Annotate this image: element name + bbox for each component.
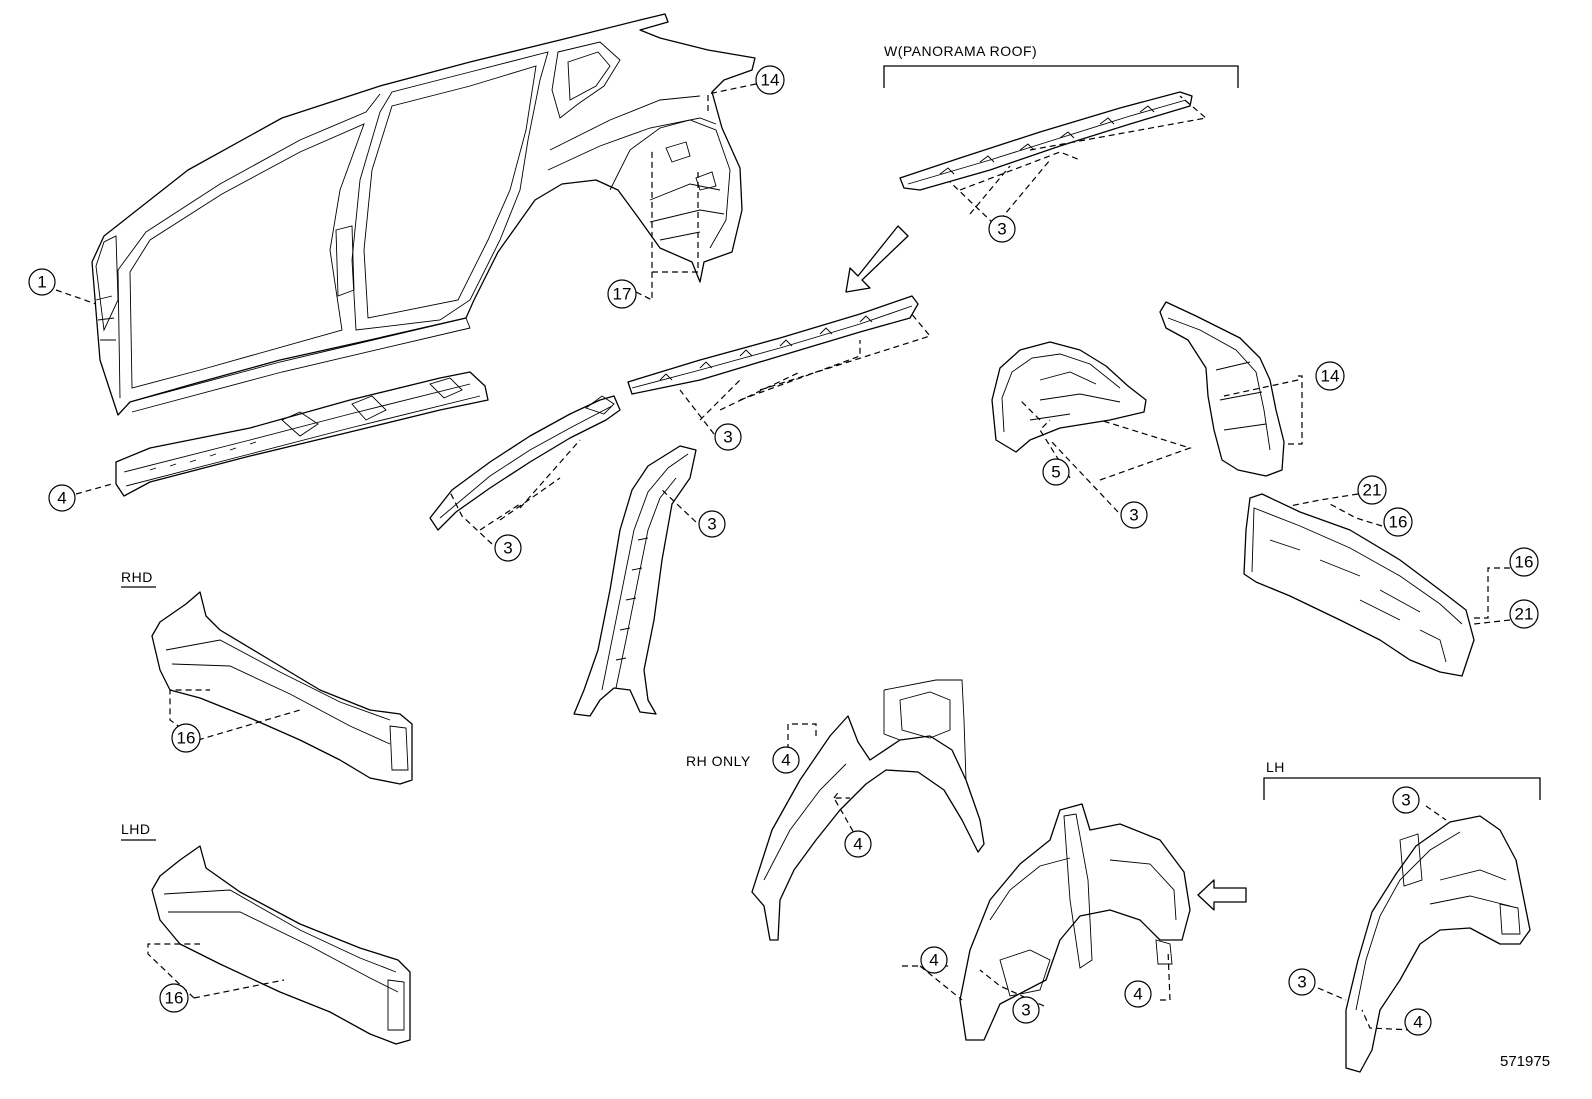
svg-text:4: 4 [57, 489, 66, 508]
cowl-top-lhd [151, 845, 411, 1045]
back-panel [1243, 493, 1475, 677]
callout-3-roof-rail: 3 [714, 423, 742, 451]
svg-text:3: 3 [707, 515, 716, 534]
wheelhouse-inner-lh [1345, 815, 1531, 1073]
svg-text:3: 3 [1401, 791, 1410, 810]
svg-text:16: 16 [1515, 553, 1534, 572]
callout-16-lhd: 16 [159, 983, 189, 1013]
quarter-inner-upper [1159, 301, 1285, 477]
svg-text:4: 4 [1133, 985, 1142, 1004]
quarter-inner-rh [751, 679, 985, 941]
callout-4-lh: 4 [1404, 1008, 1432, 1036]
svg-text:3: 3 [503, 539, 512, 558]
svg-text:5: 5 [1051, 463, 1060, 482]
svg-text:17: 17 [613, 285, 632, 304]
svg-text:1: 1 [37, 273, 46, 292]
leader-lines [55, 83, 1511, 1031]
callout-4-wheelhouse-right: 4 [1124, 980, 1152, 1008]
callout-1: 1 [28, 268, 56, 296]
callout-3-panorama: 3 [988, 215, 1016, 243]
svg-text:3: 3 [1129, 506, 1138, 525]
callout-16-rhd: 16 [171, 723, 201, 753]
svg-text:4: 4 [781, 751, 790, 770]
callout-16-side: 16 [1509, 547, 1539, 577]
svg-text:3: 3 [1021, 1001, 1030, 1020]
svg-text:16: 16 [1389, 513, 1408, 532]
rocker-inner-panel [115, 371, 489, 497]
callout-4-rocker: 4 [48, 484, 76, 512]
roof-side-rail [627, 295, 919, 395]
lh-label: LH [1266, 759, 1285, 775]
svg-text:3: 3 [1297, 973, 1306, 992]
callout-3-lh-left: 3 [1288, 968, 1316, 996]
callout-3-rear: 3 [1120, 501, 1148, 529]
body-side-outer-panel [91, 13, 756, 416]
callout-21-side: 21 [1509, 599, 1539, 629]
callout-5: 5 [1042, 458, 1070, 486]
arrow-left-icon [1197, 879, 1247, 911]
callout-3-wheelhouse: 3 [1012, 996, 1040, 1024]
arrow-down-left-icon [845, 225, 909, 293]
callout-3-lh-top: 3 [1392, 786, 1420, 814]
svg-text:3: 3 [997, 220, 1006, 239]
svg-text:16: 16 [165, 989, 184, 1008]
cowl-top-rhd [151, 591, 413, 785]
svg-text:4: 4 [929, 951, 938, 970]
svg-text:3: 3 [723, 428, 732, 447]
callout-3-pillar: 3 [698, 510, 726, 538]
callout-14-rear: 14 [1315, 361, 1345, 391]
reference-number: 571975 [1500, 1053, 1550, 1070]
svg-text:4: 4 [853, 835, 862, 854]
callout-4-wheelhouse-left: 4 [920, 946, 948, 974]
callout-16-upper: 16 [1383, 507, 1413, 537]
callout-21-upper: 21 [1357, 475, 1387, 505]
svg-text:21: 21 [1363, 481, 1382, 500]
svg-text:14: 14 [761, 71, 780, 90]
svg-text:4: 4 [1413, 1013, 1422, 1032]
front-roof-rail [429, 395, 621, 531]
panorama-roof-label: W(PANORAMA ROOF) [884, 43, 1037, 59]
brackets [121, 65, 1541, 841]
svg-text:14: 14 [1321, 367, 1340, 386]
callout-4-rh-only: 4 [772, 746, 800, 774]
wheelhouse-inner [959, 803, 1191, 1041]
callout-17: 17 [607, 279, 637, 309]
rear-inner-panel [991, 341, 1147, 453]
rh-only-label: RH ONLY [686, 753, 751, 769]
rhd-label: RHD [121, 569, 153, 585]
svg-text:21: 21 [1515, 605, 1534, 624]
callout-4-arch: 4 [844, 830, 872, 858]
callout-3-front-rail: 3 [494, 534, 522, 562]
lhd-label: LHD [121, 821, 151, 837]
svg-text:16: 16 [177, 729, 196, 748]
callout-14-quarter: 14 [755, 65, 785, 95]
center-pillar [573, 445, 697, 717]
panorama-roof-rail [899, 91, 1193, 191]
